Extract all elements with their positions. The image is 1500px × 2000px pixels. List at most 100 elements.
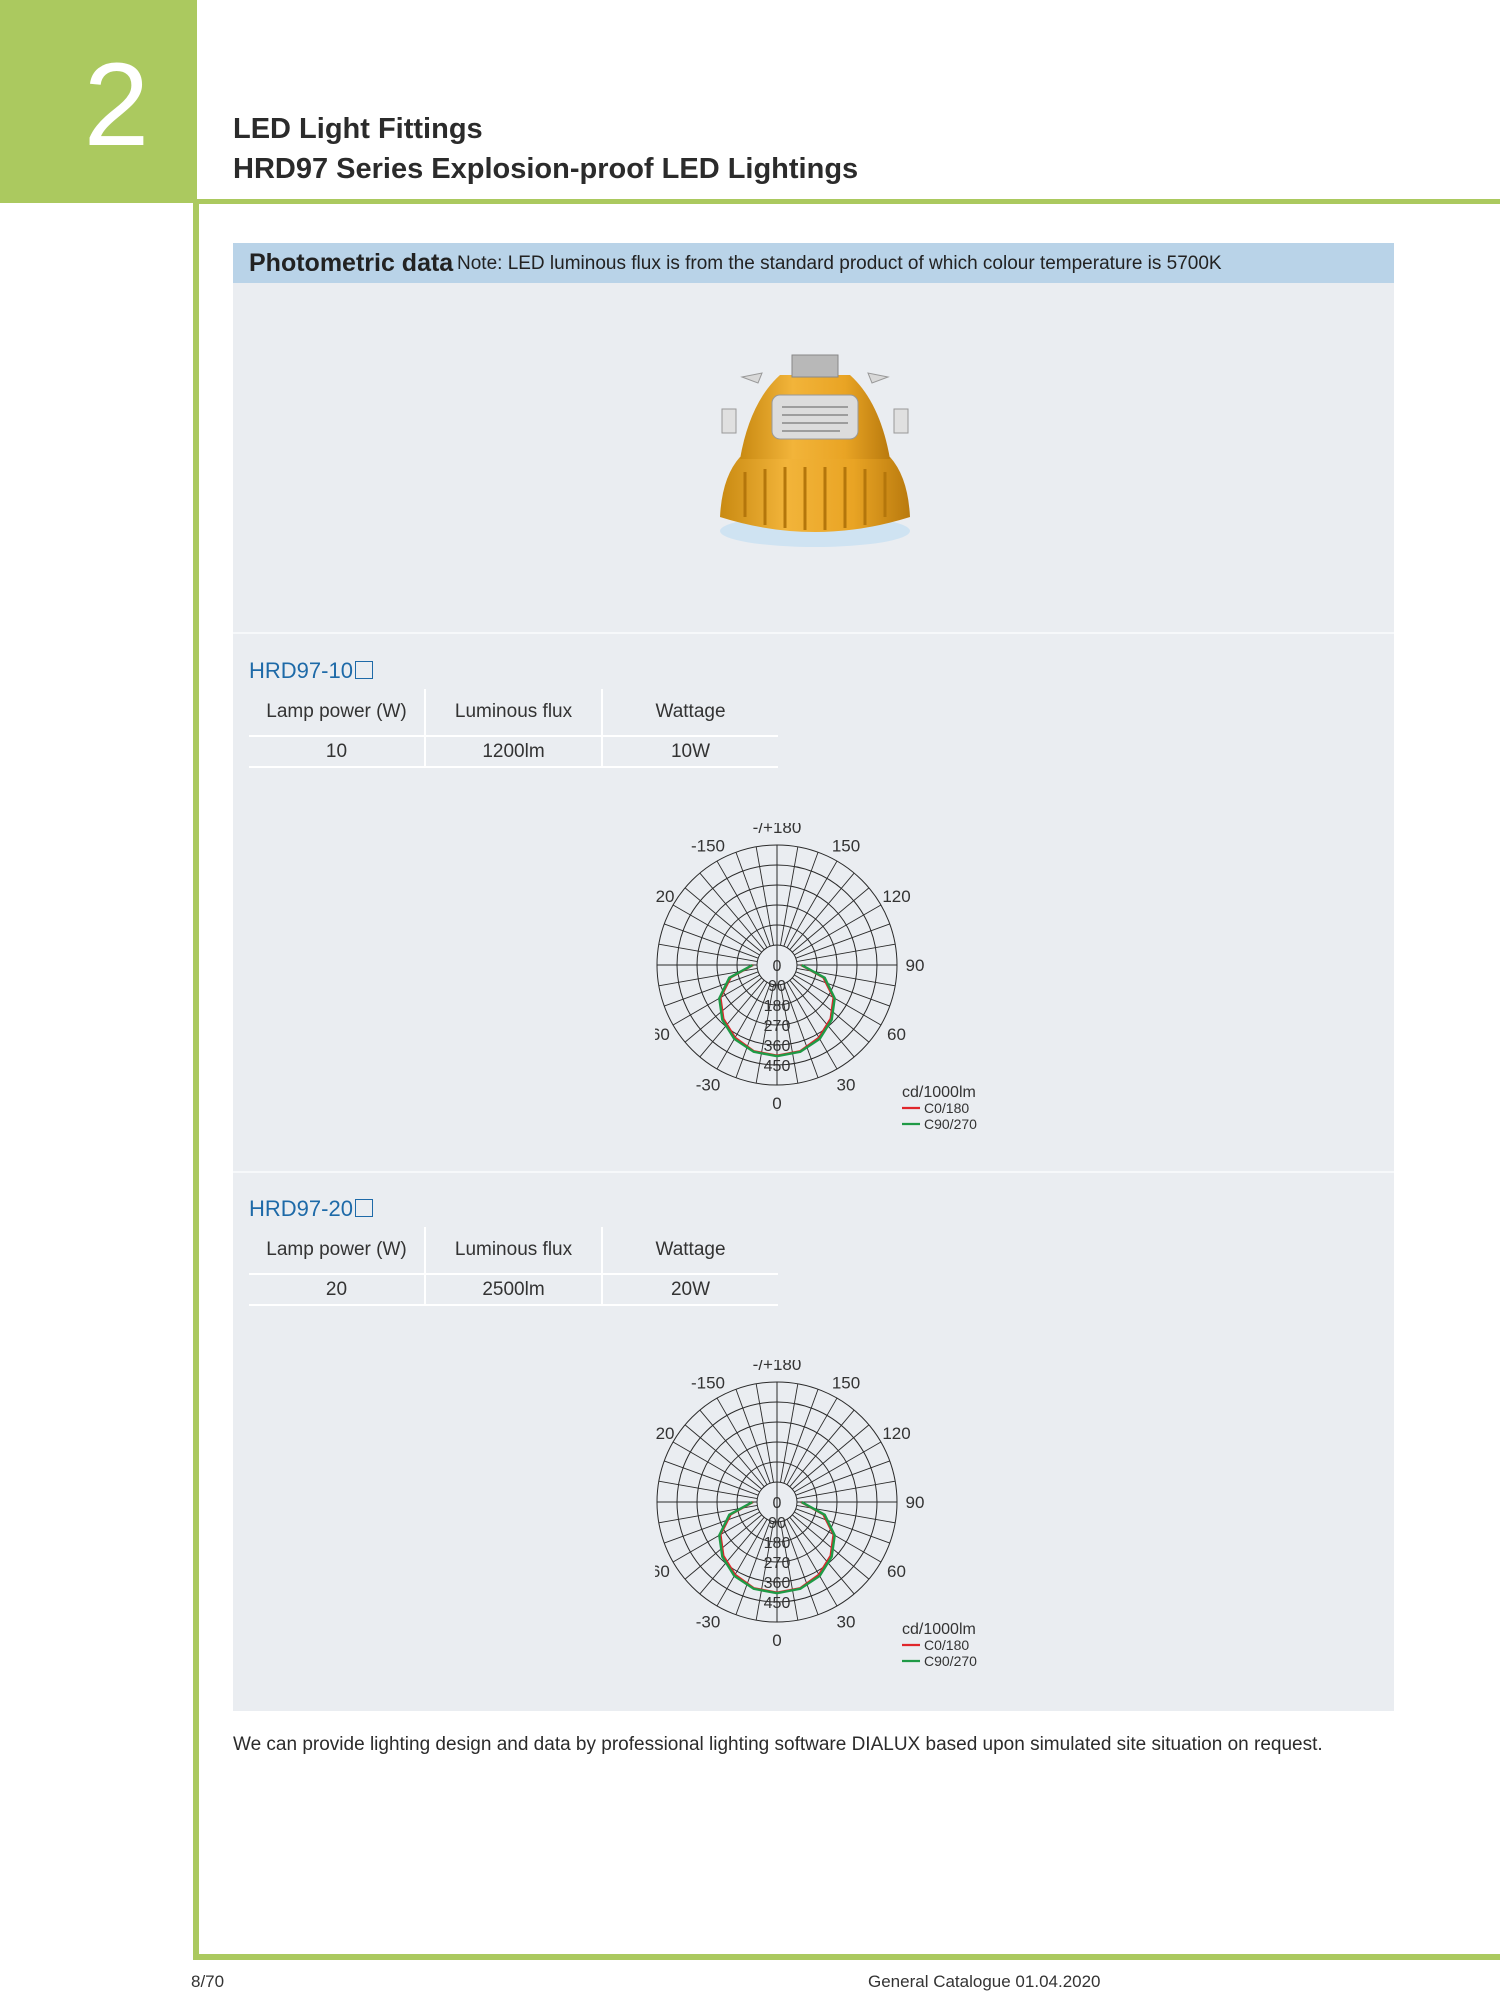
polar-spoke: [716, 860, 768, 948]
polar-spoke: [795, 971, 890, 1007]
polar-angle-label: -30: [696, 1076, 721, 1095]
polar-angle-label: -120: [655, 1424, 675, 1443]
polar-angle-label: 90: [906, 1493, 925, 1512]
polar-series-curve: [718, 1500, 836, 1595]
polar-angle-label: 30: [837, 1613, 856, 1632]
polar-diagram-hrd97-10: -/+1801501209060300-30-60-90-120-1500901…: [655, 823, 977, 1132]
panel-heading: Photometric data: [249, 249, 454, 277]
polar-spoke: [699, 1409, 765, 1487]
polar-spoke: [735, 983, 771, 1078]
polar-spoke: [786, 860, 838, 948]
panel-header: Photometric data Note: LED luminous flux…: [233, 243, 1394, 283]
polar-radial-label: 360: [764, 1575, 791, 1592]
polar-spoke: [699, 872, 765, 950]
footer-note: We can provide lighting design and data …: [233, 1734, 1323, 1755]
legend-entry: C0/180: [924, 1637, 969, 1653]
legend-entry: C0/180: [924, 1100, 969, 1116]
polar-spoke: [780, 1521, 799, 1621]
polar-angle-label: -60: [655, 1025, 670, 1044]
polar-spoke: [716, 1519, 768, 1607]
polar-angle-label: 60: [887, 1562, 906, 1581]
polar-spoke: [794, 1441, 882, 1493]
polar-radial-label: 180: [764, 1535, 791, 1552]
polar-spoke: [783, 1520, 819, 1615]
polar-angle-label: -30: [696, 1613, 721, 1632]
panel-note: Note: LED luminous flux is from the stan…: [457, 253, 1222, 274]
panel-separator: [233, 1171, 1394, 1173]
polar-angle-label: 30: [837, 1076, 856, 1095]
page-subtitle: HRD97 Series Explosion-proof LED Lightin…: [233, 153, 859, 185]
polar-spoke: [789, 1409, 855, 1487]
polar-spoke: [664, 971, 759, 1007]
polar-spoke: [792, 887, 870, 953]
polar-angle-label: 60: [887, 1025, 906, 1044]
section-tab: [0, 0, 197, 203]
polar-radial-label: 0: [773, 1495, 782, 1512]
polar-spoke: [716, 1397, 768, 1485]
polar-spoke: [699, 1517, 765, 1595]
polar-spoke: [780, 846, 799, 946]
model-title-text: HRD97-10: [249, 658, 353, 683]
polar-spoke: [755, 1383, 774, 1483]
table-cell-lamp-power: 20: [249, 1274, 425, 1306]
polar-spoke: [786, 1397, 838, 1485]
polar-spoke: [789, 872, 855, 950]
polar-spoke: [664, 923, 759, 959]
polar-spoke: [755, 1521, 774, 1621]
polar-diagram-hrd97-20: -/+1801501209060300-30-60-90-120-1500901…: [655, 1360, 977, 1669]
polar-spoke: [783, 852, 819, 947]
model-title-hrd97-20: HRD97-20: [249, 1196, 373, 1222]
table-header-lamp-power: Lamp power (W): [249, 1227, 425, 1275]
table-header-wattage: Wattage: [601, 689, 778, 737]
polar-spoke: [794, 1511, 882, 1563]
table-header-wattage: Wattage: [601, 1227, 778, 1275]
page-number: 8/70: [191, 1972, 225, 1991]
polar-unit-label: cd/1000lm: [902, 1621, 976, 1638]
table-cell-lamp-power: 10: [249, 736, 425, 768]
polar-spoke: [780, 1383, 799, 1483]
polar-spoke: [664, 1460, 759, 1496]
polar-spoke: [664, 1508, 759, 1544]
product-image: [720, 354, 910, 547]
polar-spoke: [789, 980, 855, 1058]
polar-unit-label: cd/1000lm: [902, 1084, 976, 1101]
table-header-lamp-power: Lamp power (W): [249, 689, 425, 737]
polar-angle-label: 0: [772, 1094, 781, 1113]
polar-radial-label: 450: [764, 1058, 791, 1075]
page-title: LED Light Fittings: [233, 113, 483, 145]
polar-spoke: [792, 977, 870, 1043]
spec-table-hrd97-20: Lamp power (W) Luminous flux Wattage 20 …: [249, 1227, 778, 1306]
legend-entry: C90/270: [924, 1116, 977, 1132]
polar-spoke: [672, 904, 760, 956]
polar-spoke: [795, 923, 890, 959]
polar-spoke: [672, 1511, 760, 1563]
polar-radial-label: 90: [768, 1515, 786, 1532]
polar-spoke: [735, 1389, 771, 1484]
photometric-panel: Photometric data Note: LED luminous flux…: [233, 243, 1394, 1711]
polar-spoke: [786, 1519, 838, 1607]
polar-spoke: [792, 1514, 870, 1580]
polar-spoke: [684, 887, 762, 953]
polar-spoke: [795, 1508, 890, 1544]
polar-angle-label: -150: [691, 836, 725, 855]
footer-divider: [193, 1954, 1500, 1960]
polar-spoke: [672, 1441, 760, 1493]
polar-spoke: [699, 980, 765, 1058]
checkbox-square-icon: [354, 1199, 373, 1217]
polar-radial-label: 450: [764, 1595, 791, 1612]
polar-spoke: [792, 1424, 870, 1490]
legend-entry: C90/270: [924, 1653, 977, 1669]
polar-spoke: [735, 1520, 771, 1615]
polar-spoke: [795, 1460, 890, 1496]
polar-spoke: [796, 1480, 896, 1499]
section-number: 2: [83, 39, 150, 171]
polar-spoke: [684, 1424, 762, 1490]
polar-spoke: [755, 846, 774, 946]
polar-angle-label: -/+180: [753, 1360, 802, 1374]
polar-spoke: [789, 1517, 855, 1595]
table-cell-wattage: 10W: [601, 736, 778, 768]
polar-angle-label: 150: [832, 836, 860, 855]
polar-spoke: [735, 852, 771, 947]
polar-spoke: [684, 977, 762, 1043]
checkbox-square-icon: [354, 661, 373, 679]
